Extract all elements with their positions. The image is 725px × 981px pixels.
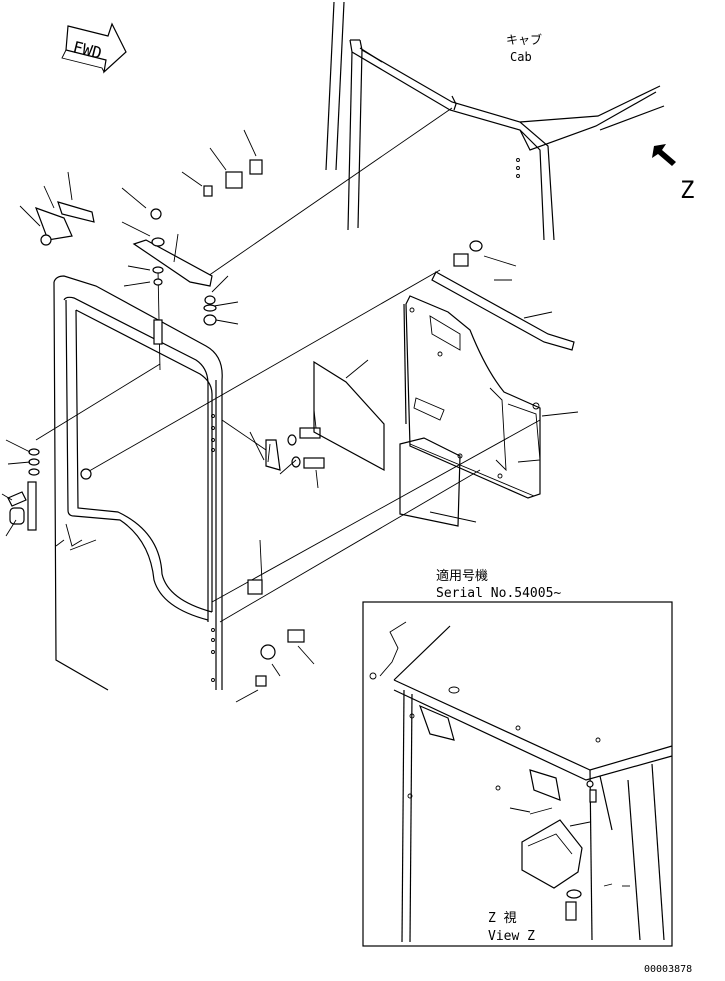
view-z-inset bbox=[362, 601, 673, 947]
view-z-arrow: Z bbox=[652, 144, 694, 204]
guide-lines bbox=[35, 107, 541, 623]
door-stay-rod bbox=[431, 240, 575, 351]
upper-hinge-assembly bbox=[19, 129, 263, 326]
serial-label-en: Serial No.54005~ bbox=[436, 586, 561, 601]
cab-label-en: Cab bbox=[510, 50, 532, 64]
fwd-label: FWD bbox=[71, 37, 104, 62]
view-z-label-jp: Z 視 bbox=[488, 911, 517, 926]
glass-sheets bbox=[313, 359, 477, 527]
left-latch-parts bbox=[1, 439, 40, 537]
cab-frame bbox=[325, 1, 665, 241]
view-z-letter: Z bbox=[680, 176, 694, 204]
lower-hinge-parts bbox=[235, 579, 315, 703]
fwd-arrow: FWD bbox=[61, 22, 127, 74]
serial-label-jp: 適用号機 bbox=[436, 568, 488, 584]
door-frame bbox=[53, 275, 223, 691]
door-trim-panel bbox=[403, 295, 579, 499]
view-z-label-en: View Z bbox=[488, 929, 535, 944]
middle-hinge-bracket bbox=[221, 409, 325, 583]
cab-label-jp: キャブ bbox=[506, 32, 542, 47]
drawing-number: 00003878 bbox=[644, 964, 692, 975]
